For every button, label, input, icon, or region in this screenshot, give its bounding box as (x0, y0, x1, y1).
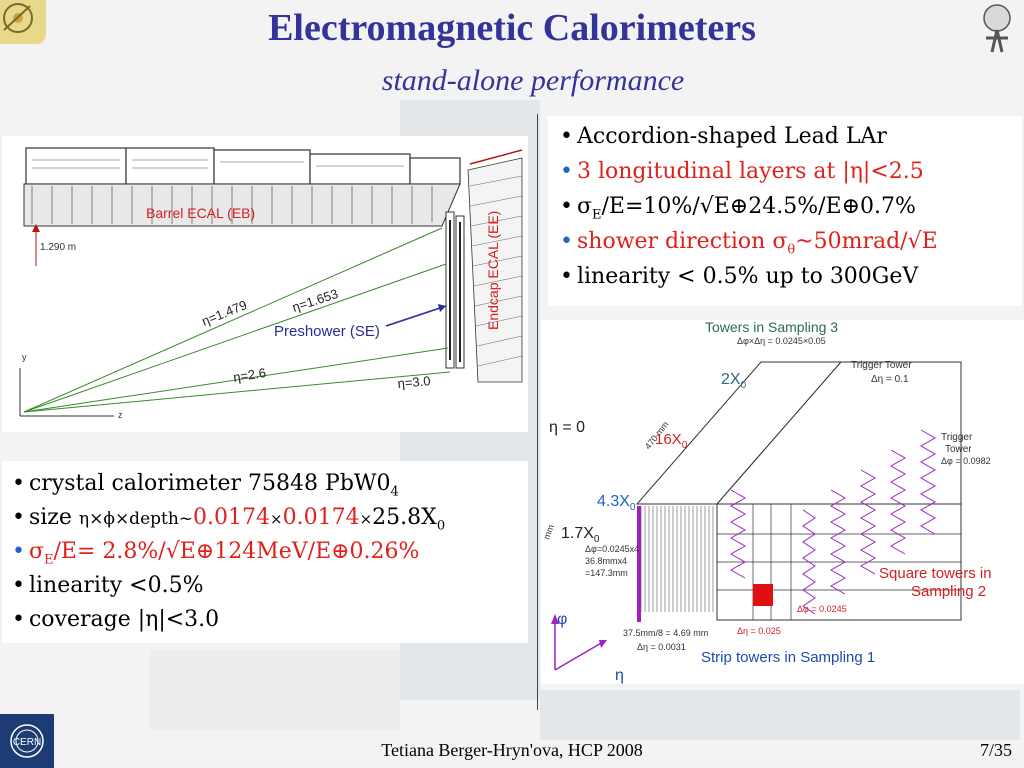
slide-title: Electromagnetic Calorimeters (268, 7, 756, 49)
dphi-label-c: =147.3mm (585, 568, 628, 578)
cern-logo-text: CERN (13, 737, 41, 748)
axis-z-label: z (118, 410, 123, 420)
towers-sampling3-dim: Δφ×Δη = 0.0245×0.05 (737, 336, 826, 346)
bullet-dot: • (12, 573, 25, 598)
cms-ecal-diagram: Barrel ECAL (EB) 1.290 m Endcap ECAL ( (2, 136, 528, 432)
bullet-dot: • (560, 124, 573, 149)
bullet-crystal: •crystal calorimeter 75848 PbW04 (12, 471, 399, 500)
x16-label: 16X0 (655, 431, 688, 451)
dphi-label-b: 36.8mmx4 (585, 556, 627, 566)
dphi-square-label: Δφ = 0.0245 (797, 604, 847, 614)
strip-deta-label: Δη = 0.0031 (637, 642, 686, 652)
x17-label: 1.7X0 (561, 525, 600, 545)
eta-axis-label: η (615, 667, 624, 684)
crystal-properties-box: •crystal calorimeter 75848 PbW04 •size η… (2, 461, 528, 643)
phi-axis-label: φ (557, 611, 567, 628)
slide-subtitle: stand-alone performance (381, 64, 685, 97)
vertical-divider (537, 114, 538, 710)
bullet-coverage: •coverage |η|<3.0 (12, 607, 220, 632)
cern-logo: CERN (0, 714, 54, 768)
bullet-energy-resolution: •σE/E=10%/√E⊕24.5%/E⊕0.7% (560, 194, 916, 223)
endcap-ecal-label: Endcap ECAL (EE) (485, 211, 501, 330)
deta-square-label: Δη = 0.025 (737, 626, 781, 636)
bullet-dot: • (560, 159, 573, 184)
strip-size-label: 37.5mm/8 = 4.69 mm (623, 628, 708, 638)
axis-y-label: y (22, 352, 27, 362)
bullet-linearity: •linearity < 0.5% up to 300GeV (560, 264, 919, 289)
bullet-energy-resolution: •σE/E= 2.8%/√E⊕124MeV/E⊕0.26% (12, 539, 420, 568)
footer-author: Tetiana Berger-Hryn'ova, HCP 2008 (381, 740, 643, 760)
trigger-tower2-label: Trigger (941, 432, 973, 443)
trigger-phi-label: Δφ = 0.0982 (941, 456, 991, 466)
eta-zero-label: η = 0 (549, 419, 585, 436)
bullet-linearity: •linearity <0.5% (12, 573, 204, 598)
bullet-dot: • (12, 505, 25, 530)
bullet-dot: • (560, 264, 573, 289)
distance-label: 1.290 m (40, 242, 76, 253)
bullet-dot: • (560, 229, 573, 254)
x2-label: 2X0 (721, 371, 747, 391)
lar-properties-box: •Accordion-shaped Lead LAr •3 longitudin… (548, 116, 1022, 306)
towers-sampling3-label: Towers in Sampling 3 (705, 320, 838, 335)
strip-towers-label: Strip towers in Sampling 1 (701, 649, 875, 666)
bullet-accordion: •Accordion-shaped Lead LAr (560, 124, 887, 149)
bullet-layers: •3 longitudinal layers at |η|<2.5 (560, 159, 924, 184)
background-image (150, 650, 400, 730)
eta-26-label: η=2.6 (232, 365, 267, 385)
background-image (540, 690, 1020, 740)
sampling2-label: Sampling 2 (911, 583, 986, 600)
bullet-dot: • (560, 194, 573, 219)
square-towers-label: Square towers in (879, 565, 992, 582)
bullet-size: •size η×ϕ×depth~0.0174×0.0174×25.8X0 (12, 505, 446, 534)
conference-logo (0, 0, 46, 44)
dphi-label-a: Δφ=0.0245x4 (585, 544, 639, 554)
eta-30-label: η=3.0 (397, 373, 431, 391)
trigger-eta-label: Δη = 0.1 (871, 374, 909, 385)
barrel-ecal-label: Barrel ECAL (EB) (146, 205, 255, 221)
preshower-label: Preshower (SE) (274, 323, 380, 340)
x43-label: 4.3X0 (597, 493, 636, 513)
bullet-dot: • (12, 471, 25, 496)
bullet-dot: • (12, 539, 25, 564)
page-number: 7/35 (979, 740, 1012, 760)
trigger-tower-label: Trigger Tower (851, 360, 912, 371)
mm-label: mm (541, 523, 556, 541)
atlas-logo (970, 0, 1024, 58)
atlas-lar-geometry-diagram: Towers in Sampling 3 Δφ×Δη = 0.0245×0.05… (541, 319, 1024, 684)
trigger-tower2b-label: Tower (945, 444, 972, 455)
bullet-dot: • (12, 607, 25, 632)
bullet-shower-direction: •shower direction σθ~50mrad/√E (560, 229, 938, 258)
